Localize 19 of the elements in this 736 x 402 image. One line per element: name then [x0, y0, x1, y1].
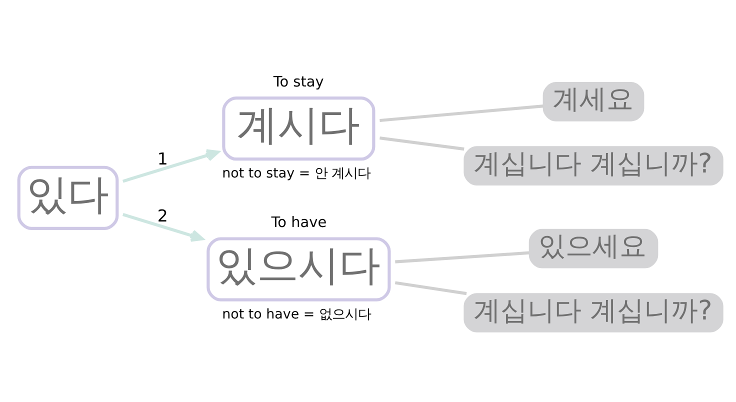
node-box: 있으시다 — [206, 237, 391, 302]
connector — [394, 281, 467, 296]
node-label: not to have = 없으시다 — [222, 307, 371, 322]
connector — [395, 251, 530, 264]
edge-label: 1 — [157, 150, 168, 169]
node-box: 계시다 — [222, 96, 376, 161]
node-box: 계십니다 계십니까? — [464, 293, 724, 332]
node-box: 있으세요 — [528, 228, 658, 268]
node-label: To stay — [273, 74, 324, 90]
node-label: To have — [271, 215, 327, 232]
connector — [380, 136, 464, 151]
node-box: 계십니다 계십니까? — [464, 146, 724, 186]
arrow — [122, 213, 204, 242]
node-label: not to stay = 안 계시다 — [222, 166, 371, 182]
node-box: 있다 — [17, 166, 119, 230]
edge-label: 2 — [157, 206, 168, 226]
connector — [380, 104, 544, 122]
node-box: 계세요 — [542, 82, 644, 122]
arrow — [122, 149, 220, 183]
